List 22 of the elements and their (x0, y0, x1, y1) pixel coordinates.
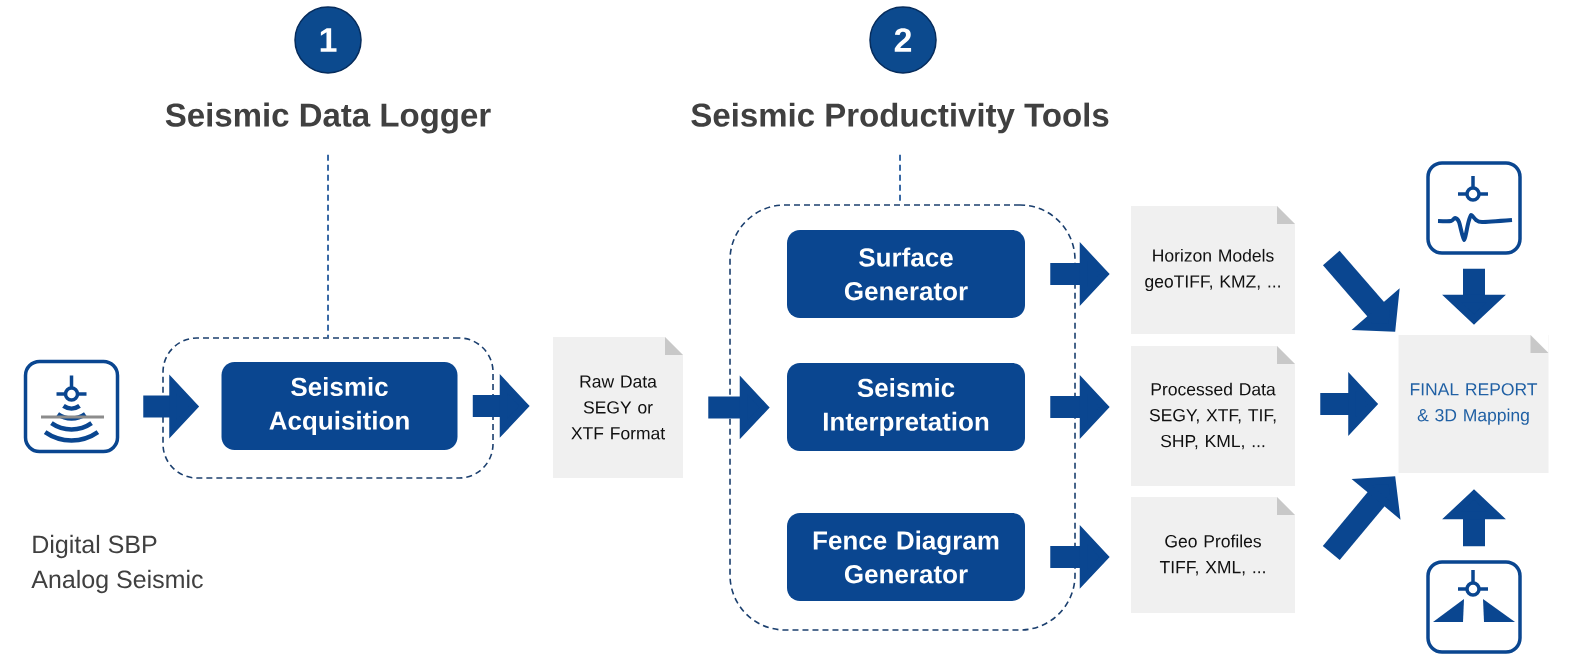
sonar-icon (23, 359, 120, 454)
section-heading: Seismic Productivity Tools (691, 102, 1109, 134)
caption-text: Analog Seismic (31, 569, 203, 594)
process-box: Fence Diagram Generator (787, 513, 1025, 601)
dashed-group-box (729, 204, 1076, 631)
number-badge: 1 (294, 6, 362, 74)
block-arrow (1322, 250, 1400, 332)
document-box: FINAL REPORT & 3D Mapping (1398, 335, 1549, 473)
waveform-icon (1426, 161, 1522, 255)
beam-icon (1426, 560, 1522, 654)
section-heading: Seismic Data Logger (165, 102, 491, 134)
number-badge: 2 (869, 6, 937, 74)
process-box: Surface Generator (787, 230, 1025, 318)
process-box: Seismic Acquisition (221, 362, 458, 450)
document-box: Horizon Models geoTIFF, KMZ, ... (1131, 206, 1295, 334)
document-box: Processed Data SEGY, XTF, TIF, SHP, KML, ... (1131, 346, 1295, 486)
leader-line (327, 153, 329, 338)
process-box: Seismic Interpretation (787, 363, 1025, 451)
document-box: Geo Profiles TIFF, XML, ... (1131, 497, 1295, 613)
document-box: Raw Data SEGY or XTF Format (553, 337, 683, 478)
dashed-group-box (162, 337, 494, 479)
caption-text: Digital SBP (33, 534, 157, 559)
